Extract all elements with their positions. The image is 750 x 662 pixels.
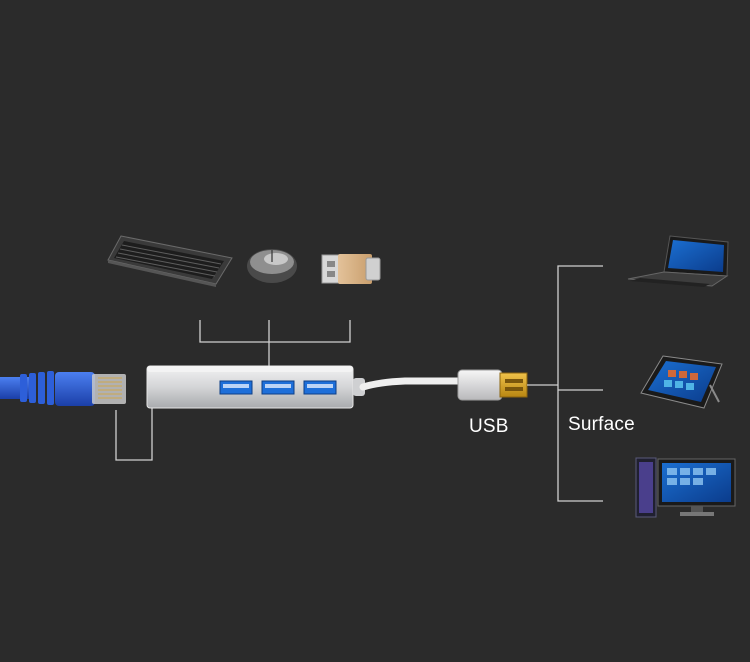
devices-bracket-line <box>557 265 603 502</box>
usb-label: USB <box>469 416 509 437</box>
usb-port-icon <box>219 380 253 395</box>
flash-drive-icon <box>321 254 381 284</box>
surface-label: Surface <box>568 414 635 435</box>
ethernet-cable-icon <box>0 371 126 406</box>
keyboard-icon <box>107 235 233 287</box>
usb-port-icon <box>261 380 295 395</box>
usb-port-icon <box>303 380 337 395</box>
usb-hub-icon <box>146 365 365 409</box>
mouse-icon <box>247 249 297 283</box>
desktop-pc-icon <box>635 457 736 518</box>
peripheral-bracket-line <box>199 320 351 366</box>
tablet-icon <box>640 355 723 409</box>
ethernet-bracket-line <box>115 407 153 461</box>
usb-plug-icon <box>457 369 528 401</box>
usb-cable <box>359 377 464 391</box>
laptop-icon <box>627 235 729 287</box>
